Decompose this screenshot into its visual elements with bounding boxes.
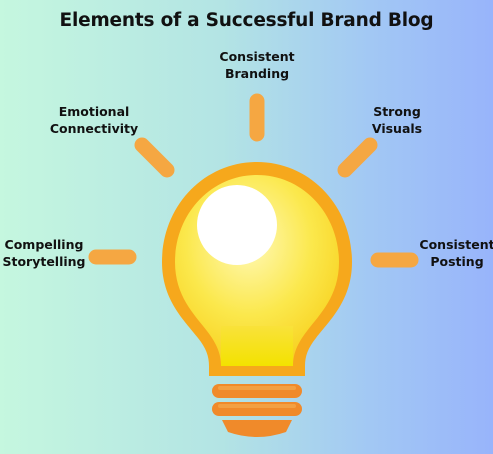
rays (88, 93, 419, 268)
bulb-neck (221, 326, 293, 366)
bulb-base (212, 384, 302, 437)
ray-upper-right (337, 137, 378, 178)
base-tip (222, 420, 292, 437)
label-emotional-connectivity: Emotional Connectivity (49, 104, 139, 136)
label-consistent-posting: Consistent Posting (419, 237, 493, 269)
label-consistent-branding: Consistent Branding (219, 49, 295, 81)
label-compelling-storytelling: Compelling Storytelling (2, 237, 86, 269)
ray-upper-left (134, 137, 175, 178)
diagram-title: Elements of a Successful Brand Blog (59, 10, 434, 31)
label-strong-visuals: Strong Visuals (371, 104, 423, 136)
bulb-highlight (197, 185, 277, 265)
